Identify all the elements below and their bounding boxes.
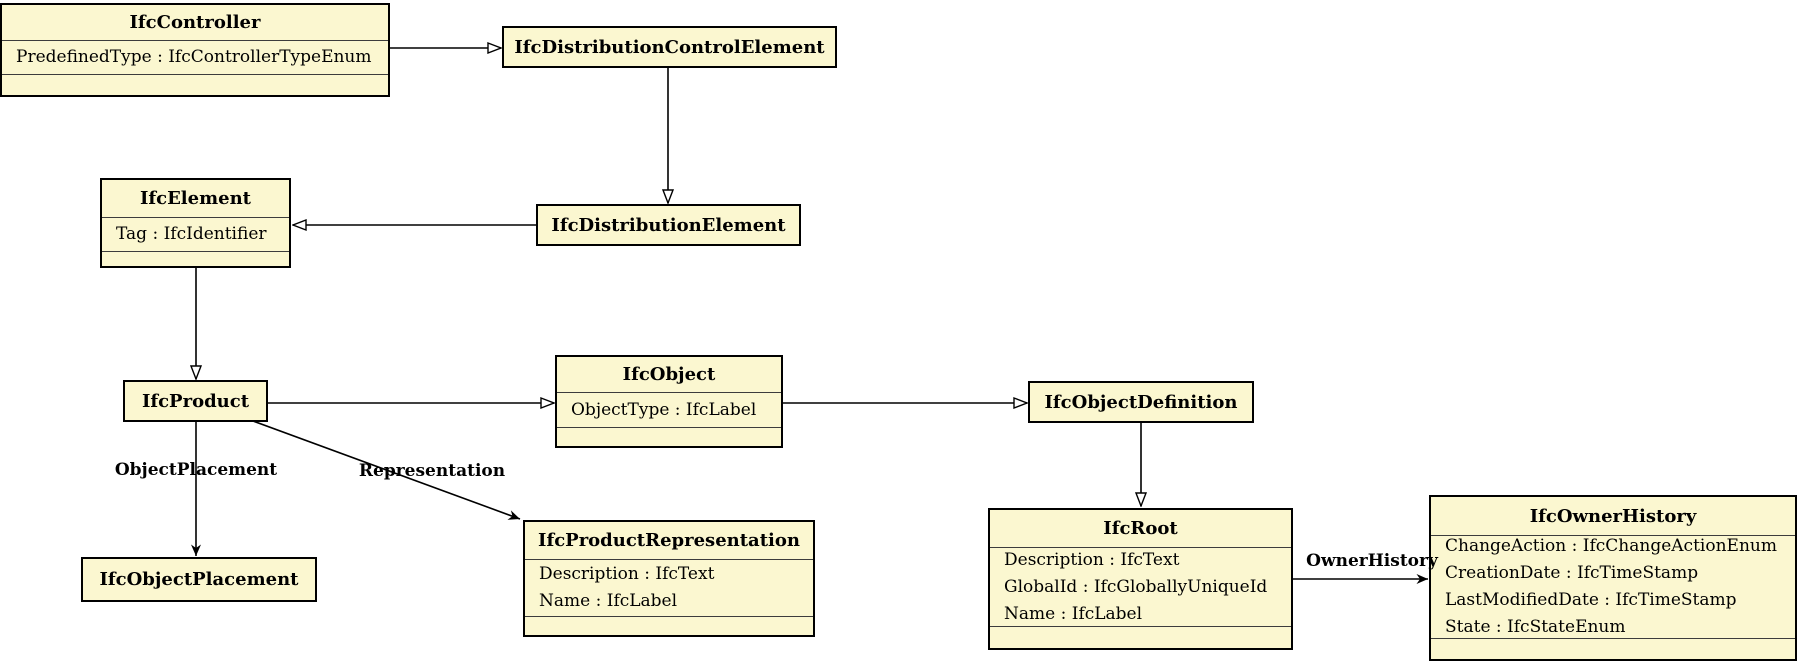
class-attribute: Name : IfcLabel [539, 591, 678, 611]
class-attribute: ObjectType : IfcLabel [571, 399, 757, 420]
class-attribute: State : IfcStateEnum [1445, 617, 1626, 637]
class-attribute: Description : IfcText [1004, 549, 1180, 570]
class-title: IfcDistributionControlElement [514, 36, 825, 58]
class-title: IfcDistributionElement [551, 214, 786, 236]
class-title: IfcObjectPlacement [99, 569, 299, 590]
class-empty-compartment [990, 626, 1291, 648]
class-box-ifc-element: IfcElement Tag : IfcIdentifier [100, 178, 291, 268]
class-attributes: PredefinedType : IfcControllerTypeEnum [2, 41, 388, 74]
class-empty-compartment [102, 251, 289, 266]
class-attributes: ChangeAction : IfcChangeActionEnum Creat… [1431, 536, 1795, 638]
class-empty-compartment [2, 74, 388, 95]
class-attribute: Description : IfcText [539, 564, 715, 584]
class-attribute: ChangeAction : IfcChangeActionEnum [1445, 536, 1777, 556]
class-attribute: Tag : IfcIdentifier [116, 224, 267, 244]
class-title: IfcRoot [990, 510, 1291, 548]
class-box-ifc-product: IfcProduct [123, 380, 268, 422]
class-title: IfcProductRepresentation [525, 522, 813, 560]
class-title: IfcObjectDefinition [1044, 391, 1238, 413]
edge-label-object-placement: ObjectPlacement [114, 460, 278, 480]
edge-label-representation: Representation [358, 461, 506, 481]
class-box-ifc-distribution-control-element: IfcDistributionControlElement [502, 26, 837, 68]
class-attribute: Name : IfcLabel [1004, 603, 1143, 624]
class-title: IfcObject [557, 357, 781, 393]
class-box-ifc-object-placement: IfcObjectPlacement [81, 557, 317, 602]
edge-label-owner-history: OwnerHistory [1306, 551, 1438, 571]
class-attribute: GlobalId : IfcGloballyUniqueId [1004, 576, 1268, 597]
class-attributes: Description : IfcText Name : IfcLabel [525, 560, 813, 616]
class-attribute: PredefinedType : IfcControllerTypeEnum [16, 47, 372, 67]
class-box-ifc-object: IfcObject ObjectType : IfcLabel [555, 355, 783, 448]
class-attributes: ObjectType : IfcLabel [557, 393, 781, 427]
class-box-ifc-root: IfcRoot Description : IfcText GlobalId :… [988, 508, 1293, 650]
class-empty-compartment [1431, 638, 1795, 659]
class-box-ifc-distribution-element: IfcDistributionElement [536, 204, 801, 246]
class-attribute: LastModifiedDate : IfcTimeStamp [1445, 590, 1737, 610]
class-empty-compartment [557, 427, 781, 446]
class-title: IfcElement [102, 180, 289, 218]
class-attributes: Tag : IfcIdentifier [102, 218, 289, 251]
class-empty-compartment [525, 616, 813, 635]
class-box-ifc-owner-history: IfcOwnerHistory ChangeAction : IfcChange… [1429, 495, 1797, 661]
class-title: IfcController [2, 5, 388, 41]
class-attributes: Description : IfcText GlobalId : IfcGlob… [990, 548, 1291, 626]
class-box-ifc-product-representation: IfcProductRepresentation Description : I… [523, 520, 815, 637]
class-title: IfcProduct [141, 390, 250, 412]
class-box-ifc-controller: IfcController PredefinedType : IfcContro… [0, 3, 390, 97]
class-title: IfcOwnerHistory [1431, 497, 1795, 536]
class-attribute: CreationDate : IfcTimeStamp [1445, 563, 1699, 583]
class-box-ifc-object-definition: IfcObjectDefinition [1028, 381, 1254, 423]
